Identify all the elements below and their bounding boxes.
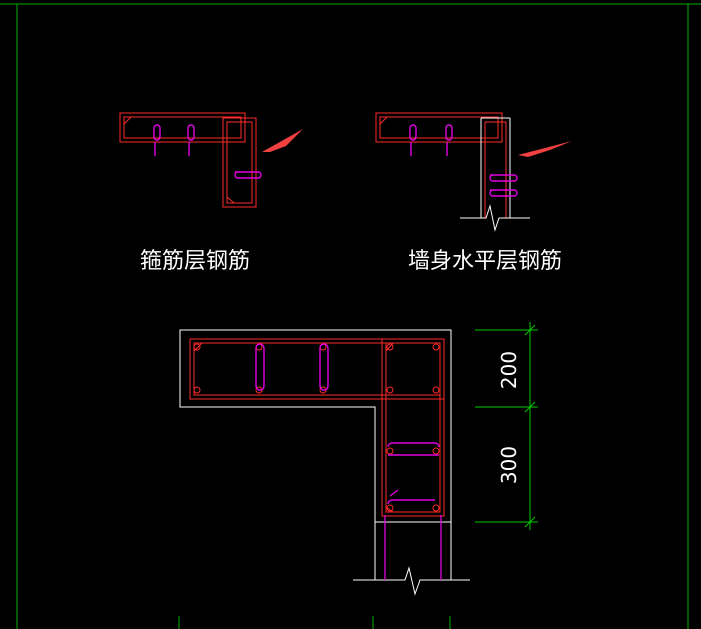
right-detail-label: 墙身水平层钢筋 — [408, 249, 562, 274]
corner-section: 200 300 — [179, 322, 538, 596]
flange-ties — [255, 343, 329, 391]
tie-bars — [153, 124, 262, 179]
break-line — [353, 566, 470, 596]
web-ties — [387, 442, 440, 505]
red-arrow — [262, 129, 303, 152]
wall-horizontal-layer-detail — [375, 112, 572, 232]
break-line — [460, 204, 530, 232]
stirrup-layer-detail — [119, 112, 303, 208]
concrete-outline — [179, 329, 452, 580]
longitudinal-bars — [193, 343, 440, 512]
left-detail-label: 箍筋层钢筋 — [140, 249, 250, 274]
red-arrow — [518, 141, 572, 157]
viewport-frame — [0, 3, 701, 629]
dimension-300: 300 — [497, 446, 521, 484]
dimension-lines — [475, 322, 538, 530]
dimension-200: 200 — [497, 351, 521, 389]
